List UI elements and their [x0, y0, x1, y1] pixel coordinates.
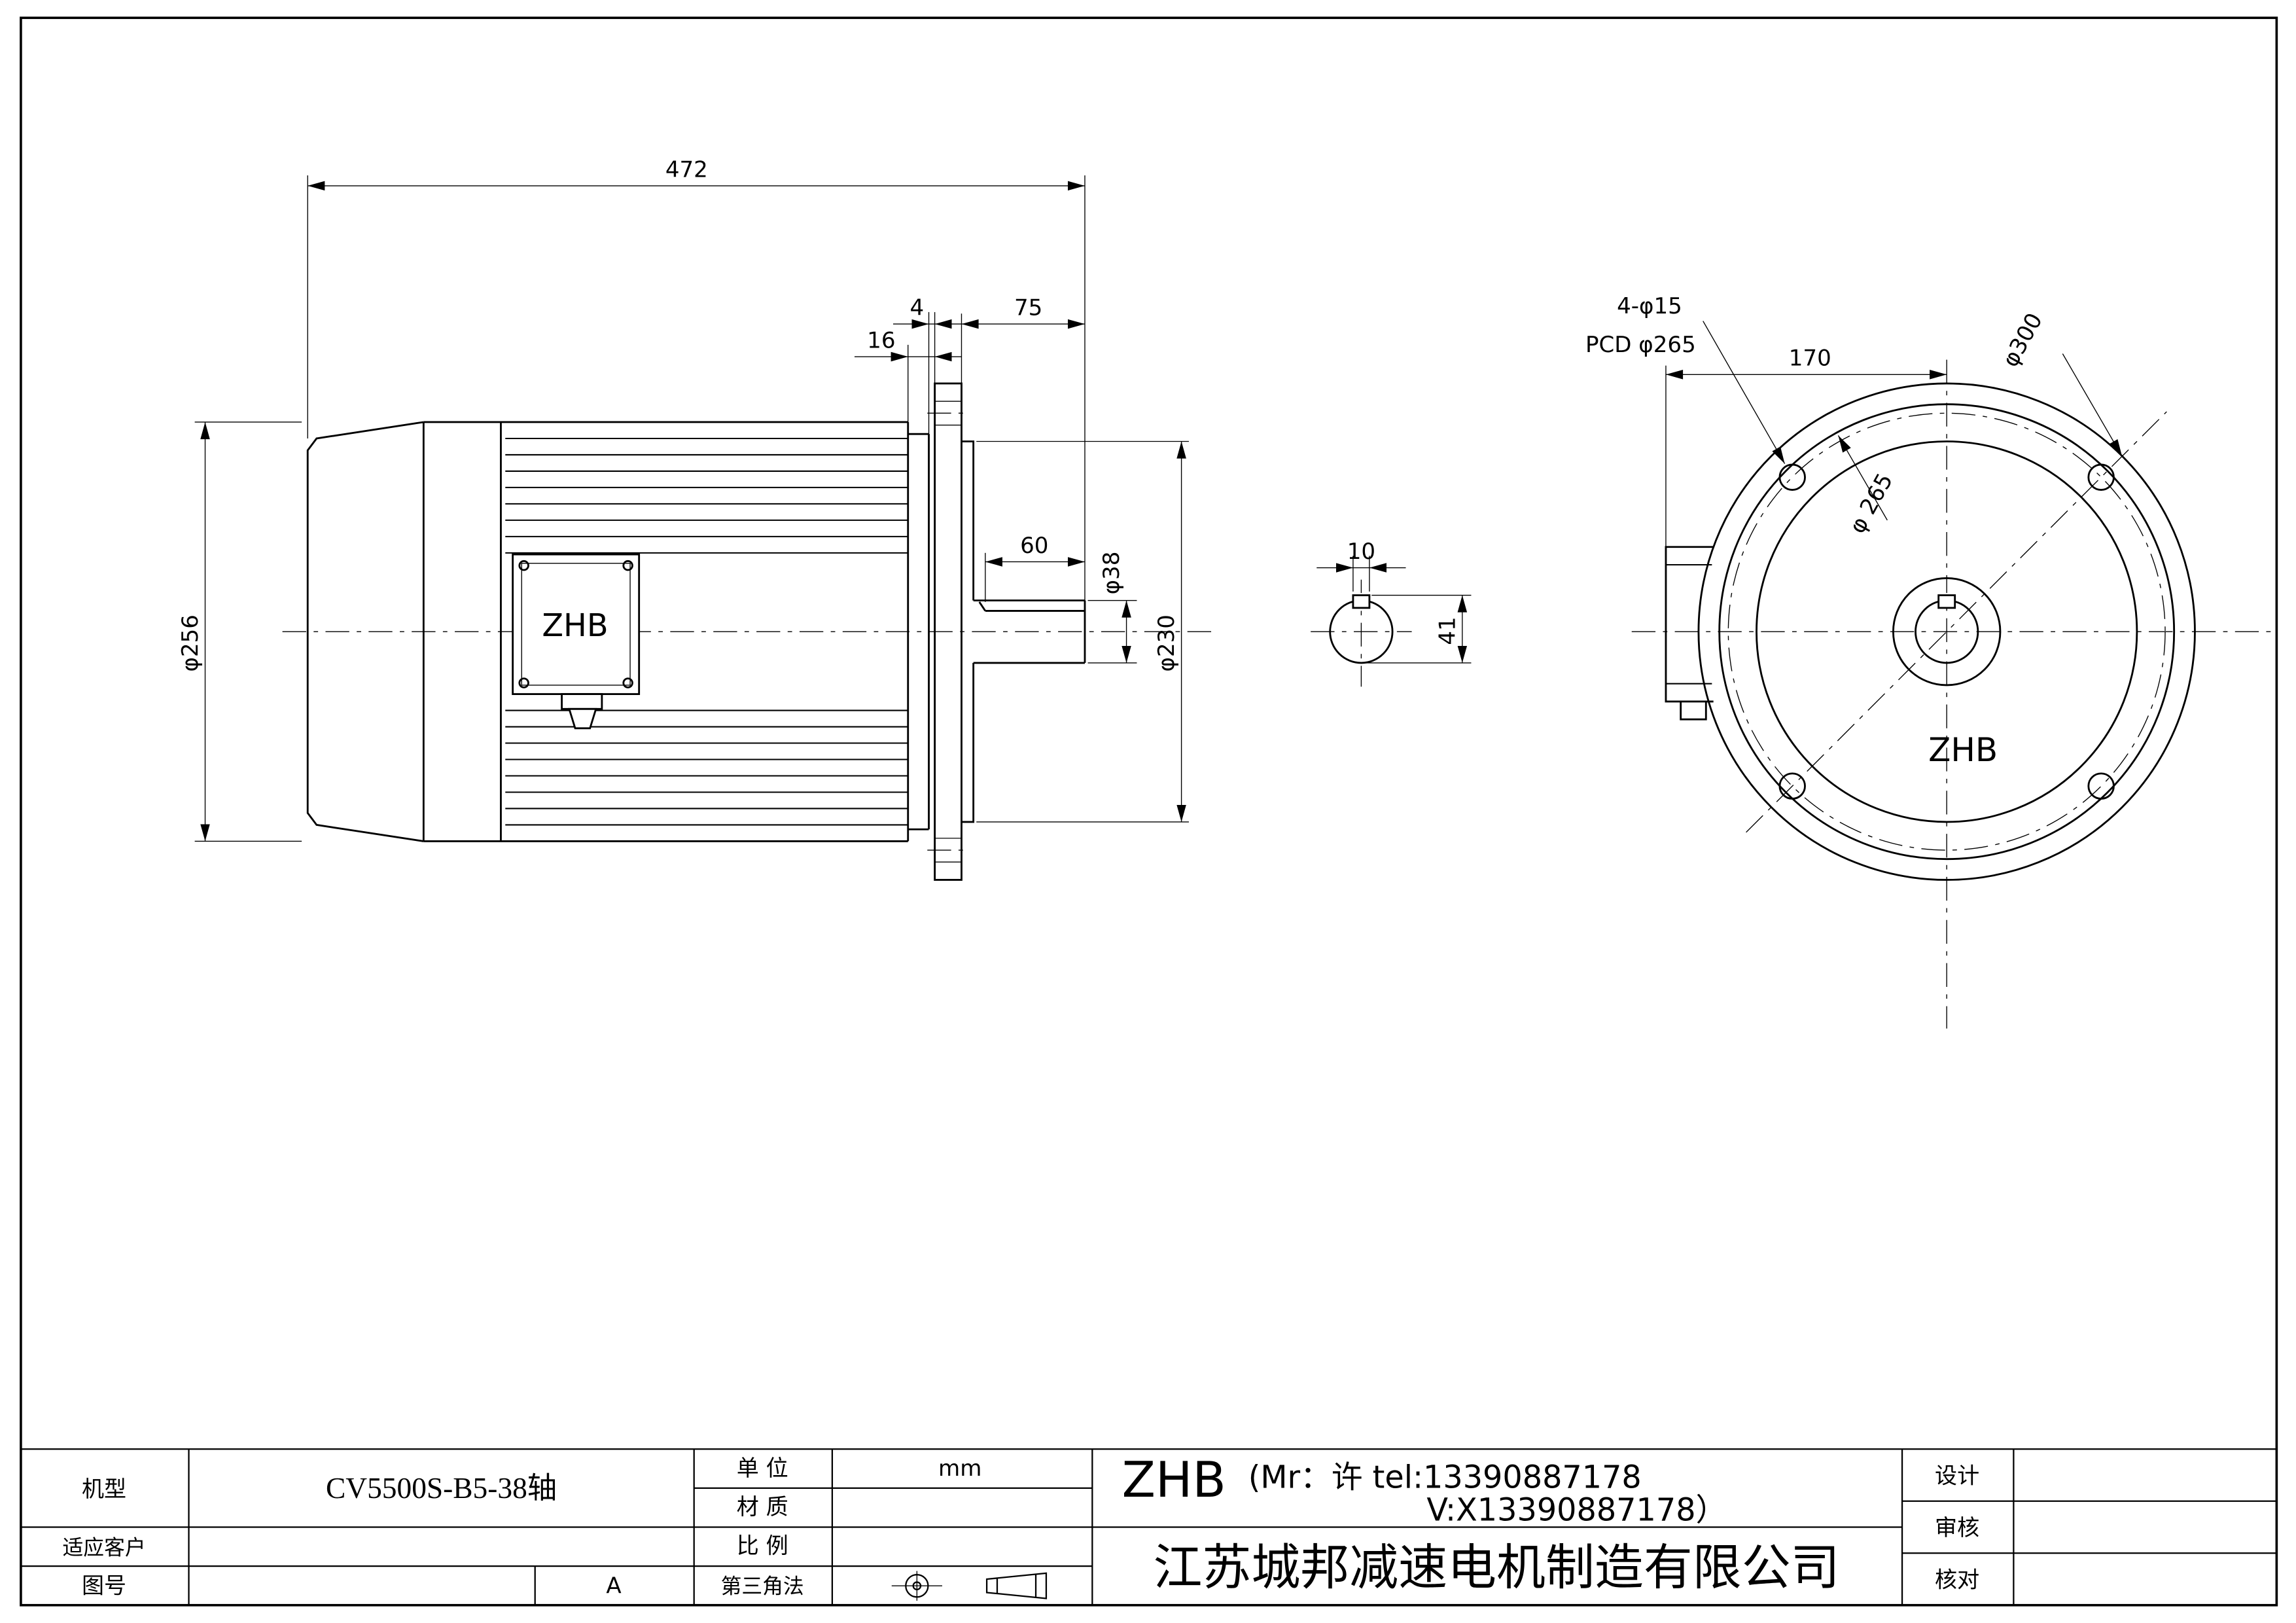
dim-box-to-center: 170 [1789, 346, 1831, 372]
dim-shaft-diameter: φ38 [1099, 552, 1125, 595]
key-section-view: 10 41 [1311, 539, 1472, 687]
cooling-fins [505, 437, 908, 826]
scale-label: 比 例 [737, 1533, 788, 1559]
dim-overall-length: 472 [665, 156, 708, 183]
bolt-diagonal-centerline [1746, 411, 2167, 833]
material-label: 材 质 [737, 1494, 788, 1520]
dim-key-height: 41 [1434, 616, 1460, 645]
flange-outer-circle [1697, 382, 2196, 881]
spigot-circle [1756, 440, 2138, 823]
dim-boss-length: 16 [867, 327, 895, 353]
dim-key-width: 10 [1347, 539, 1375, 565]
sheet-border [20, 16, 2278, 1607]
company-name: 江苏城邦减速电机制造有限公司 [1153, 1539, 1839, 1596]
key-profile [1352, 594, 1371, 609]
motor-body [423, 421, 930, 842]
third-angle-cone-icon [985, 1572, 1048, 1599]
dim-pcd: PCD φ265 [1585, 332, 1696, 358]
contact-line1: (Mr：许 tel:13390887178 [1248, 1459, 1642, 1495]
hub-circle [1892, 577, 2002, 687]
dim-bolt-circle: φ 265 [1845, 469, 1899, 538]
terminal-box: ZHB [512, 553, 641, 730]
bore-keyway [1937, 594, 1956, 609]
bolt-pcd-circle [1727, 412, 2166, 851]
review-label: 审核 [1935, 1515, 1979, 1541]
side-view-dimensions: 472 16 4 75 60 φ38 [177, 156, 1189, 842]
dim-spigot-diameter: φ230 [1154, 615, 1180, 671]
side-view-logo: ZHB [542, 608, 608, 644]
contact-line2: V:X13390887178） [1426, 1492, 1727, 1528]
title-block: 机型 CV5500S-B5-38轴 适应客户 图号 A 单 位 mm 材 质 比… [20, 1448, 2277, 1605]
dim-flange-diameter: φ300 [1998, 309, 2048, 372]
terminal-box-front [1665, 546, 1714, 721]
check-label: 核对 [1935, 1567, 1979, 1593]
projection-label: 第三角法 [721, 1575, 804, 1599]
flange-face-circle [1718, 403, 2176, 861]
unit-value: mm [938, 1455, 981, 1482]
flange-plate [927, 382, 969, 881]
dim-bolt-holes: 4-φ15 [1617, 293, 1682, 319]
dim-body-diameter: φ256 [177, 615, 203, 671]
front-view-logo: ZHB [1928, 731, 1998, 769]
front-view-dimensions: 170 4-φ15 PCD φ265 φ 265 φ300 [1585, 293, 2123, 547]
bolt-holes [1778, 463, 2115, 800]
front-view: ZHB 170 4-φ15 PCD φ265 φ 265 φ300 [1585, 293, 2271, 1029]
dim-shaft-length: 75 [1014, 294, 1042, 321]
third-angle-circle-icon [891, 1571, 942, 1601]
cable-gland [561, 693, 603, 730]
brand-logo: ZHB [1122, 1451, 1226, 1508]
dim-key-length: 60 [1020, 533, 1048, 559]
output-shaft [961, 440, 1086, 823]
drawing-no-value: A [606, 1573, 622, 1599]
customer-label: 适应客户 [63, 1536, 146, 1560]
model-label: 机型 [82, 1476, 126, 1503]
model-value: CV5500S-B5-38轴 [326, 1472, 557, 1505]
dim-flange-gap: 4 [910, 294, 925, 321]
design-label: 设计 [1935, 1463, 1979, 1489]
unit-label: 单 位 [737, 1455, 788, 1482]
rear-cover [306, 421, 502, 842]
drawing-no-label: 图号 [82, 1573, 126, 1599]
side-view: ZHB 472 16 4 [177, 156, 1216, 881]
